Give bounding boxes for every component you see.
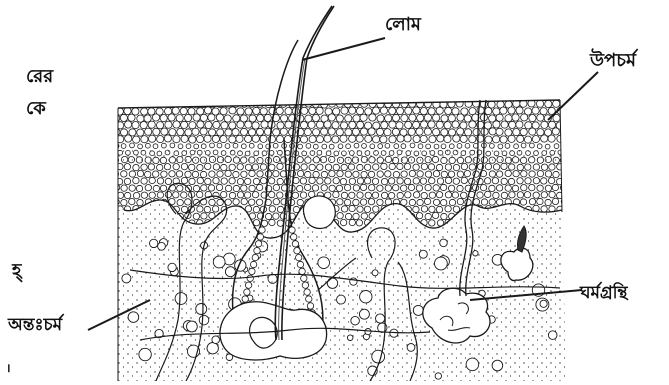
clipped-text-fragment: হ্ (12, 262, 21, 280)
epidermis-pointer (548, 72, 598, 120)
granular-band (118, 150, 568, 164)
clipped-text-fragment: রের (26, 68, 53, 86)
hair-label: লোম (385, 16, 421, 34)
dermis-label: অন্তঃচর্ম (8, 317, 62, 334)
epidermis-label: উপচর্ম (590, 52, 636, 70)
sweat-gland-label: ঘর্মগ্রন্থি (580, 285, 628, 302)
clipped-text-fragment: কে (26, 100, 46, 118)
clipped-text-fragment: । (6, 362, 11, 374)
epidermis-cavity (303, 196, 335, 229)
